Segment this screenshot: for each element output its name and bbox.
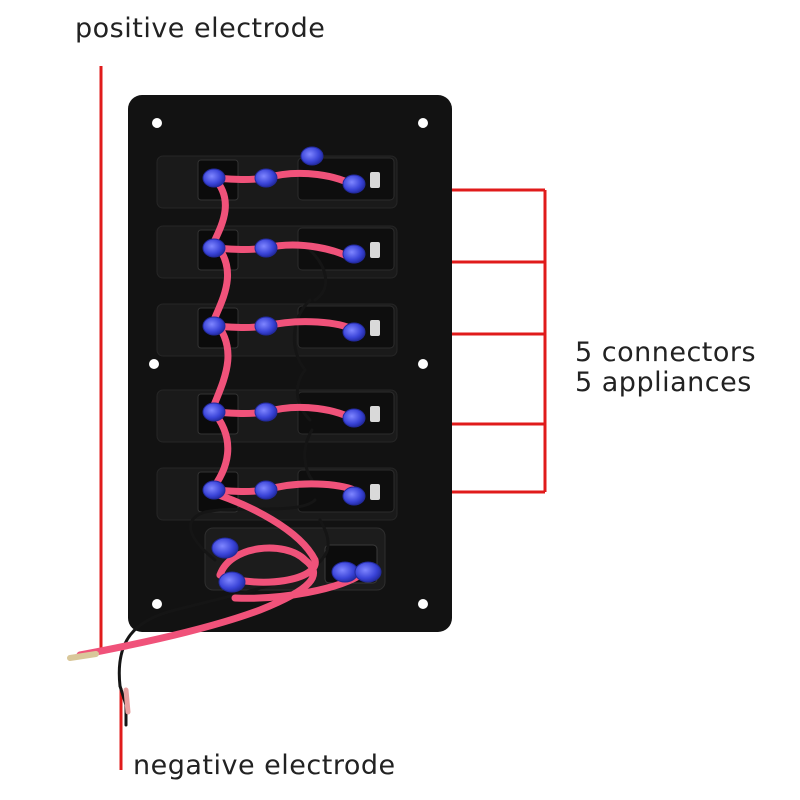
connector-count-label: 5 connectors 5 appliances bbox=[575, 338, 756, 398]
wire-tips bbox=[67, 651, 131, 715]
terminal-cap bbox=[202, 402, 226, 422]
black-wire-jumper-3 bbox=[295, 368, 312, 422]
terminal-cap bbox=[254, 238, 278, 258]
connector-pin bbox=[370, 484, 380, 500]
terminal-cap bbox=[218, 571, 246, 593]
mounting-hole bbox=[152, 599, 162, 609]
mounting-hole bbox=[152, 118, 162, 128]
terminal-cap bbox=[342, 244, 366, 264]
terminal-cap bbox=[331, 561, 359, 583]
terminal-cap bbox=[300, 146, 324, 166]
terminal-cap bbox=[254, 168, 278, 188]
connector-pin bbox=[370, 172, 380, 188]
negative-electrode-label: negative electrode bbox=[133, 750, 396, 781]
black-wire-jumper-4 bbox=[303, 428, 314, 482]
terminal-cap bbox=[342, 486, 366, 506]
mounting-hole bbox=[149, 359, 159, 369]
terminal-cap bbox=[211, 537, 239, 559]
mounting-hole bbox=[418, 118, 428, 128]
terminal-cap bbox=[342, 322, 366, 342]
black-wire-ground-loop bbox=[189, 498, 317, 562]
terminal-cap bbox=[202, 168, 226, 188]
mounting-hole bbox=[418, 359, 428, 369]
mounting-hole bbox=[418, 599, 428, 609]
terminal-cap bbox=[342, 408, 366, 428]
connector-pin bbox=[370, 320, 380, 336]
appliances-label: 5 appliances bbox=[575, 367, 752, 398]
terminal-cap bbox=[354, 561, 382, 583]
terminal-cap bbox=[202, 480, 226, 500]
terminal-cap bbox=[254, 402, 278, 422]
connector-pin bbox=[370, 242, 380, 258]
positive-electrode-label: positive electrode bbox=[75, 13, 326, 44]
terminal-cap bbox=[254, 480, 278, 500]
terminal-cap bbox=[342, 174, 366, 194]
terminal-cap bbox=[202, 316, 226, 336]
connectors-label: 5 connectors bbox=[575, 337, 757, 368]
terminal-caps bbox=[202, 146, 382, 593]
terminal-cap bbox=[202, 238, 226, 258]
negative-wire-tip bbox=[123, 687, 131, 715]
red-wire-main-lead bbox=[76, 544, 318, 659]
connector-pin bbox=[370, 406, 380, 422]
black-wire-jumper-2 bbox=[292, 298, 312, 372]
positive-wire-tip bbox=[67, 651, 99, 661]
terminal-cap bbox=[254, 316, 278, 336]
black-wire-jumper-1 bbox=[308, 248, 328, 302]
mounting-holes bbox=[149, 118, 428, 609]
